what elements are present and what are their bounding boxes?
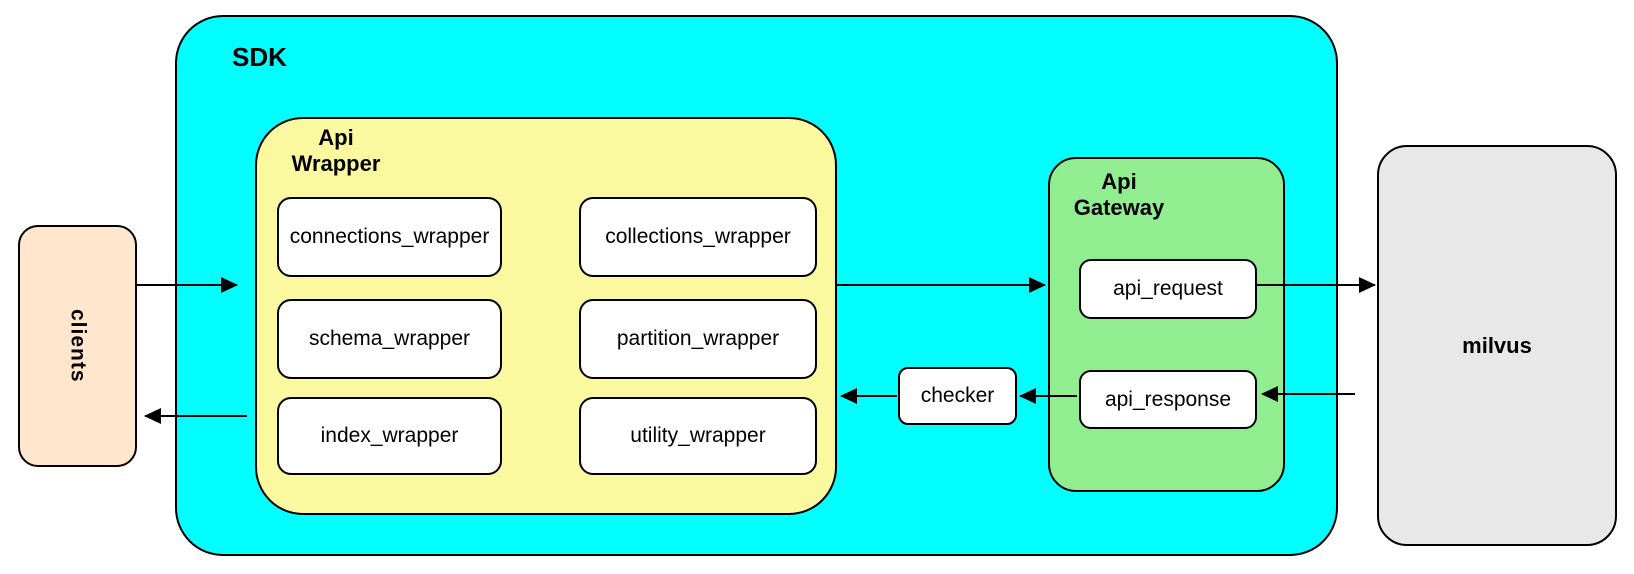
arrow-clients-to-sdk xyxy=(137,277,238,293)
api-gateway-container: Api Gateway api_request api_response xyxy=(1048,157,1285,492)
sdk-label: SDK xyxy=(232,42,287,72)
api-wrapper-container: Api Wrapper connections_wrapper collecti… xyxy=(255,117,837,515)
node-api-response: api_response xyxy=(1079,370,1257,429)
arrow-checker-to-api-wrapper xyxy=(840,388,897,404)
api-wrapper-label: Api Wrapper xyxy=(291,125,381,176)
api-gateway-label: Api Gateway xyxy=(1073,169,1165,220)
node-checker: checker xyxy=(898,367,1017,425)
arrow-api-request-to-milvus xyxy=(1255,277,1376,293)
node-schema-wrapper: schema_wrapper xyxy=(277,299,502,379)
arrow-milvus-to-api-response xyxy=(1261,386,1355,402)
clients-label: clients xyxy=(66,309,90,383)
node-partition-wrapper: partition_wrapper xyxy=(579,299,817,379)
node-collections-wrapper: collections_wrapper xyxy=(579,197,817,277)
node-milvus: milvus xyxy=(1377,145,1617,546)
node-utility-wrapper: utility_wrapper xyxy=(579,397,817,475)
arrow-api-response-to-checker xyxy=(1019,388,1077,404)
arrow-api-wrapper-to-api-gateway xyxy=(837,277,1046,293)
node-api-request: api_request xyxy=(1079,259,1257,319)
milvus-label: milvus xyxy=(1462,332,1532,358)
arrow-api-wrapper-to-clients xyxy=(144,408,247,424)
node-clients: clients xyxy=(18,225,137,467)
node-index-wrapper: index_wrapper xyxy=(277,397,502,475)
node-connections-wrapper: connections_wrapper xyxy=(277,197,502,277)
